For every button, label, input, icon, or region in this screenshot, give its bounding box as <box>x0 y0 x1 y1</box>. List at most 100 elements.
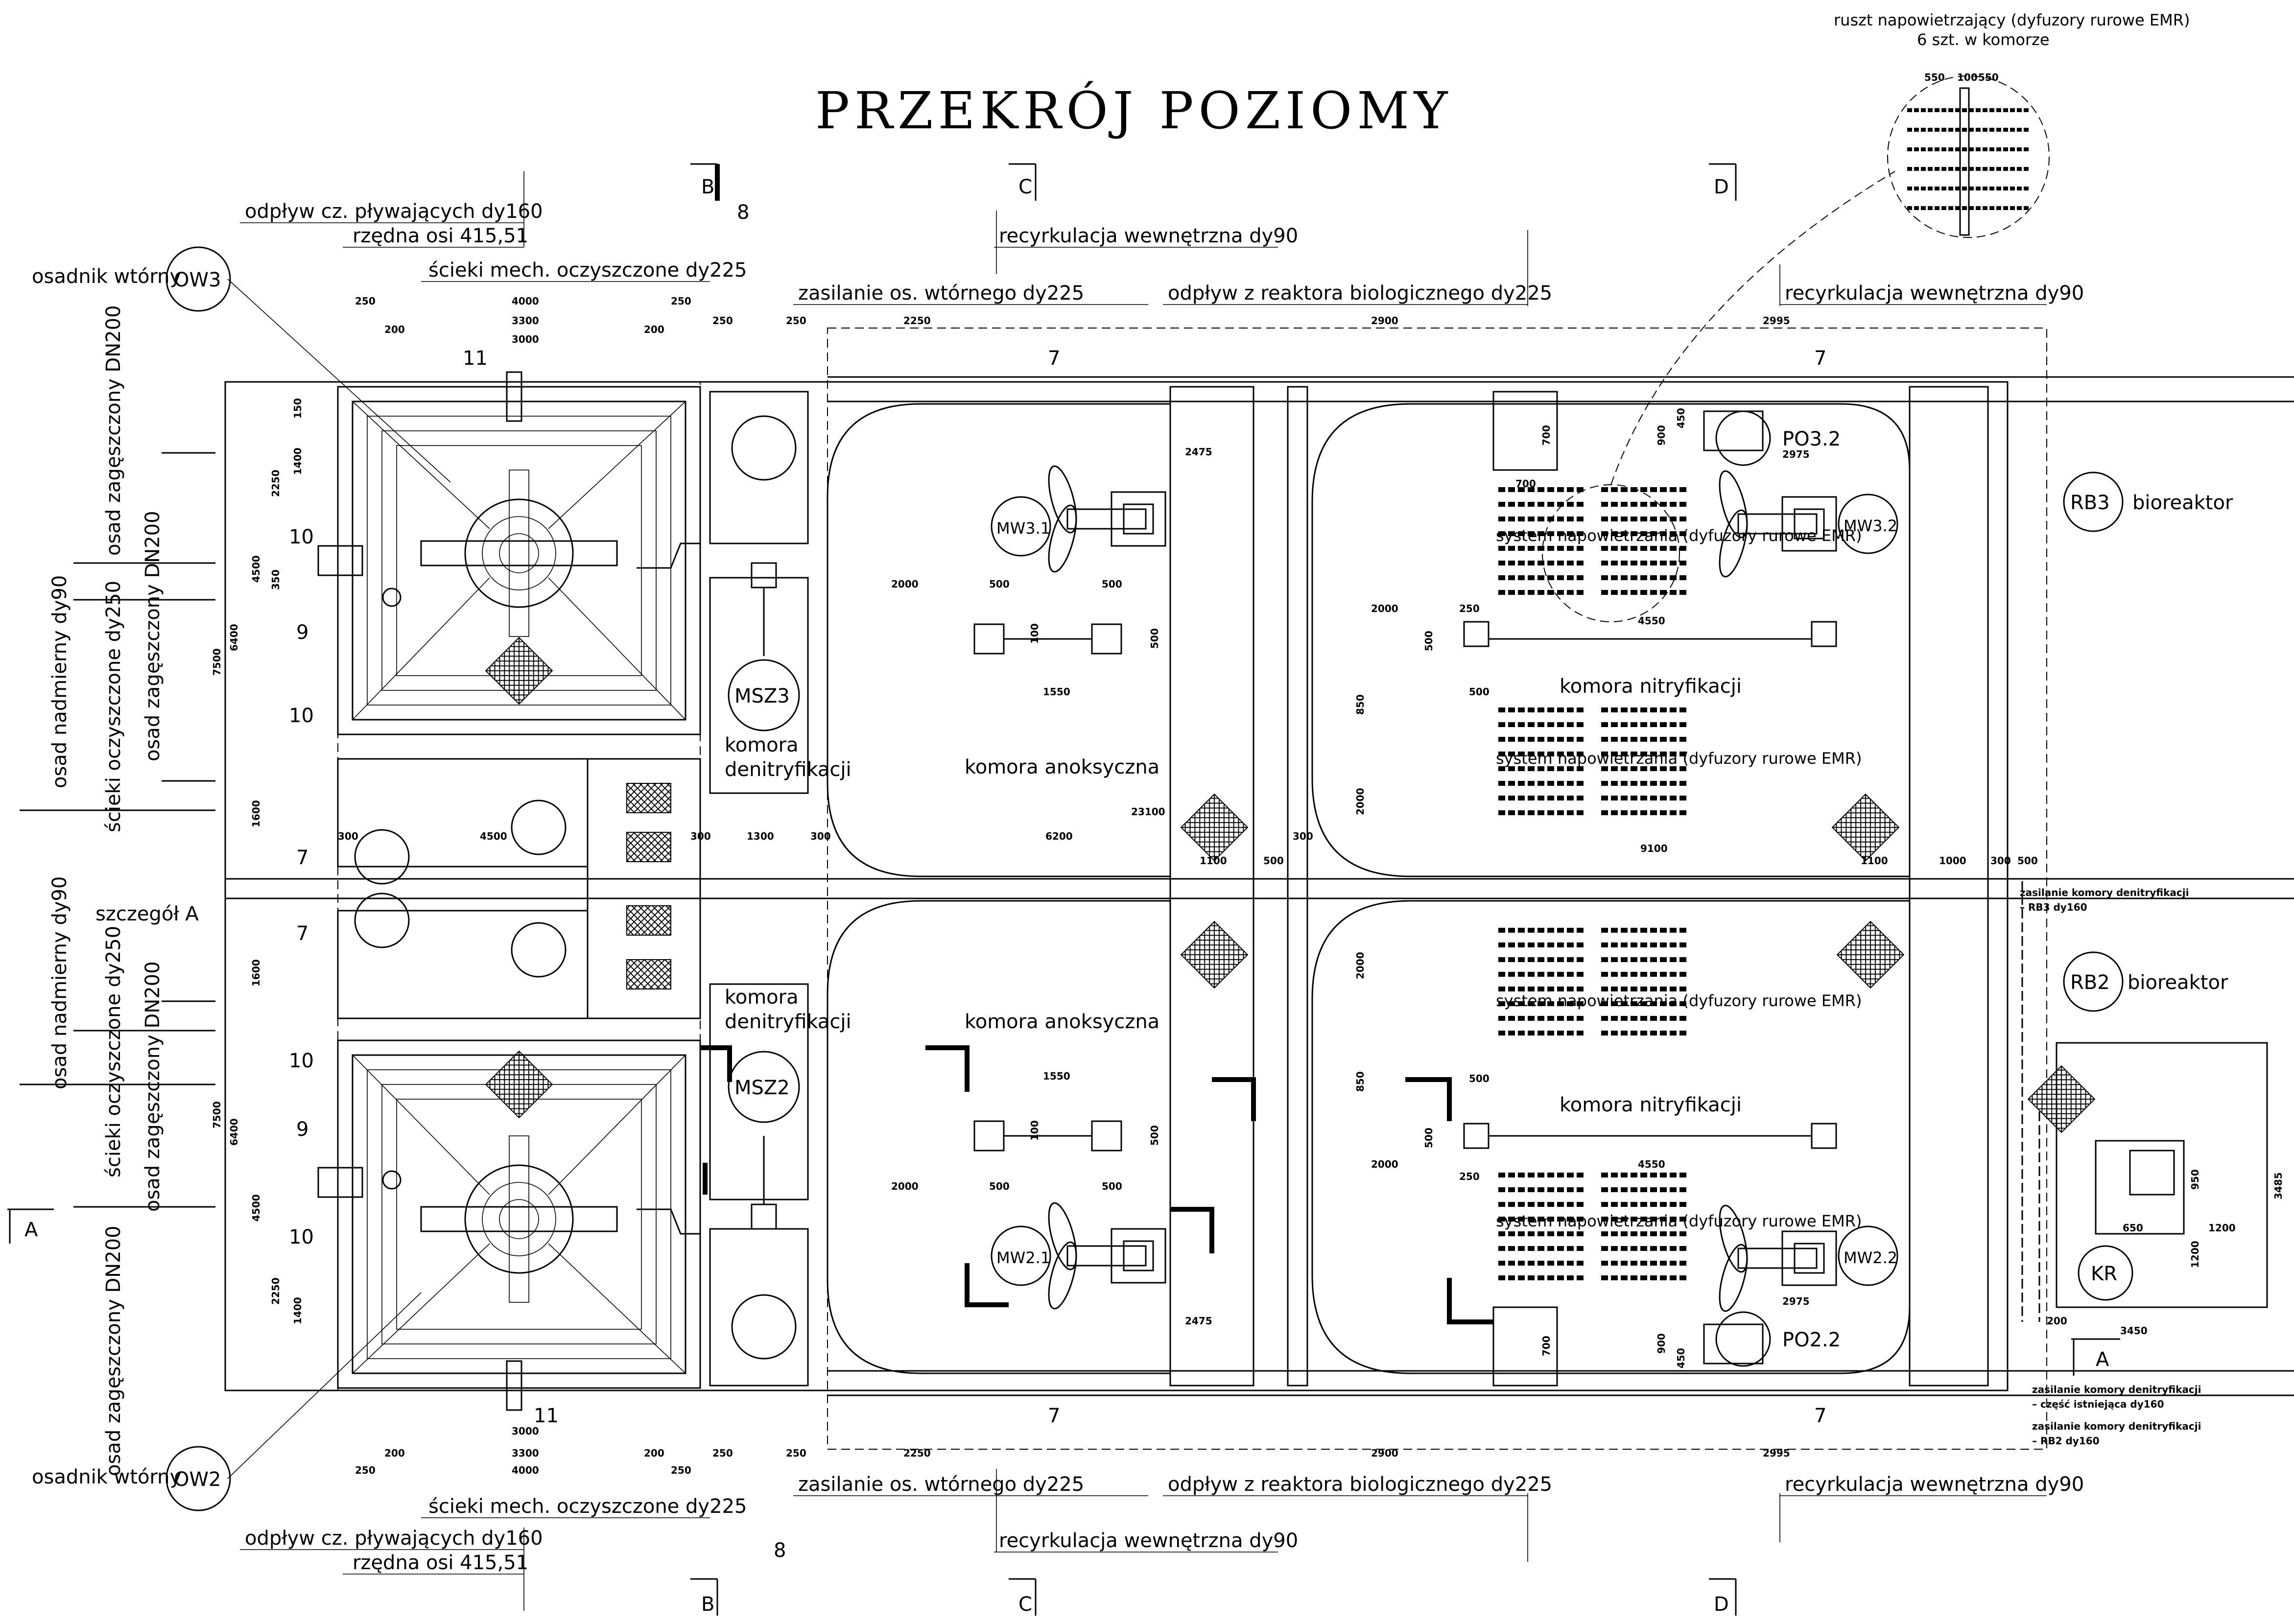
section-marker-d-bottom: D <box>1709 1578 1737 1616</box>
svg-text:1200: 1200 <box>2208 1222 2236 1234</box>
label-komora-nitryfikacji-bottom: komora nitryfikacji <box>1560 1094 1742 1116</box>
svg-text:3000: 3000 <box>512 1425 539 1437</box>
svg-text:PO2.2: PO2.2 <box>1782 1329 1841 1351</box>
section-marker-c-bottom: C <box>1009 1578 1037 1616</box>
mixer-mw21: MW2.1 <box>991 1225 1051 1286</box>
svg-text:23100: 23100 <box>1131 806 1165 818</box>
anoxic-chamber-bottom <box>827 900 1171 1374</box>
label-komora-anoksyczna-top: komora anoksyczna <box>965 756 1159 778</box>
label-recyrkulacja-bottom-2: recyrkulacja wewnętrzna dy90 <box>1785 1473 2084 1496</box>
anoxic-chamber-top <box>827 403 1171 877</box>
svg-text:4000: 4000 <box>512 1464 539 1476</box>
svg-text:ruszt napowietrzający (dyfuzor: ruszt napowietrzający (dyfuzory rurowe E… <box>1834 11 2190 29</box>
item-9-a: 9 <box>296 621 308 644</box>
svg-text:OW3: OW3 <box>174 269 221 291</box>
section-marker-a-right: A <box>2071 1338 2120 1376</box>
svg-text:7500: 7500 <box>211 648 223 676</box>
label-scieki-mech-top: ścieki mech. oczyszczone dy225 <box>428 259 747 282</box>
mixer-mw22: MW2.2 <box>1838 1225 1898 1286</box>
label-odplyw-reaktora-top: odpływ z reaktora biologicznego dy225 <box>1168 282 1552 305</box>
svg-text:6200: 6200 <box>1045 830 1073 842</box>
svg-text:100: 100 <box>1029 1120 1041 1141</box>
svg-text:650: 650 <box>2123 1222 2143 1234</box>
svg-text:B: B <box>701 1593 714 1616</box>
bioreactor-rb2: RB2 bioreaktor <box>2063 951 2228 1012</box>
label-osad-zageszczony-1: osad zagęszczony DN200 <box>102 305 125 556</box>
svg-text:100: 100 <box>1957 71 1978 83</box>
svg-text:500: 500 <box>1423 1128 1435 1148</box>
svg-text:MW2.1: MW2.1 <box>996 1248 1050 1267</box>
svg-text:1400: 1400 <box>292 1297 304 1324</box>
svg-text:3300: 3300 <box>512 1447 539 1459</box>
svg-text:300: 300 <box>690 830 711 842</box>
svg-text:1300: 1300 <box>747 830 774 842</box>
svg-text:osadnik wtórny: osadnik wtórny <box>32 265 181 288</box>
svg-text:6 szt. w komorze: 6 szt. w komorze <box>1917 30 2050 49</box>
label-recyrkulacja-bottom-1: recyrkulacja wewnętrzna dy90 <box>999 1530 1298 1552</box>
svg-text:850: 850 <box>1354 694 1366 715</box>
label-komora-top: komora <box>725 734 799 756</box>
svg-text:bioreaktor: bioreaktor <box>2132 492 2233 514</box>
svg-text:KR: KR <box>2091 1263 2117 1285</box>
label-scieki-oczyszczone-2: ścieki oczyszczone dy250 <box>102 926 125 1177</box>
svg-text:2475: 2475 <box>1185 446 1212 458</box>
svg-text:B: B <box>701 176 714 198</box>
label-recyrkulacja-top-1: recyrkulacja wewnętrzna dy90 <box>999 225 1298 247</box>
svg-text:2250: 2250 <box>270 1277 282 1305</box>
svg-text:2900: 2900 <box>1371 315 1398 327</box>
label-recyrkulacja-top-2: recyrkulacja wewnętrzna dy90 <box>1785 282 2084 305</box>
svg-text:1200: 1200 <box>2189 1241 2201 1268</box>
svg-text:250: 250 <box>671 295 691 307</box>
svg-text:2000: 2000 <box>891 1180 919 1192</box>
label-osad-zageszczony-3: osad zagęszczony DN200 <box>142 961 164 1212</box>
label-denitryfikacji-top: denitryfikacji <box>725 758 851 781</box>
svg-text:9100: 9100 <box>1640 843 1668 854</box>
svg-text:MW3.1: MW3.1 <box>996 519 1050 538</box>
page-title: PRZEKRÓJ POZIOMY <box>815 80 1452 141</box>
section-marker-d-top: D <box>1709 163 1737 201</box>
mixer-mw31: MW3.1 <box>991 496 1051 557</box>
svg-text:500: 500 <box>1469 1073 1490 1084</box>
svg-text:250: 250 <box>712 315 733 327</box>
mixer-icon-mw32 <box>1713 468 1837 580</box>
svg-text:D: D <box>1714 176 1729 198</box>
vertical-arrows <box>523 171 1780 1611</box>
label-osad-zageszczony-2: osad zagęszczony DN200 <box>142 511 164 761</box>
svg-text:2000: 2000 <box>1371 603 1398 614</box>
svg-text:2250: 2250 <box>270 470 282 497</box>
svg-text:3000: 3000 <box>512 333 539 345</box>
clarifier-ow3 <box>317 371 701 735</box>
svg-text:100: 100 <box>1029 623 1041 644</box>
svg-text:900: 900 <box>1655 425 1667 446</box>
label-system-napowietrzania-2: system napowietrzania (dyfuzory rurowe E… <box>1496 749 1862 768</box>
svg-text:900: 900 <box>1655 1333 1667 1354</box>
label-odplyw-plywajacych-bottom: odpływ cz. pływających dy160 <box>245 1527 543 1550</box>
svg-text:OW2: OW2 <box>174 1468 221 1491</box>
svg-text:6400: 6400 <box>228 1118 240 1146</box>
mixer-mw32: MW3.2 <box>1838 494 1898 554</box>
label-rzedna-osi-top: rzędna osi 415,51 <box>353 225 528 247</box>
label-osad-zageszczony-4: osad zagęszczony DN200 <box>102 1225 125 1476</box>
svg-text:C: C <box>1018 1593 1032 1616</box>
svg-text:2900: 2900 <box>1371 1447 1398 1459</box>
svg-text:300: 300 <box>338 830 358 842</box>
svg-text:700: 700 <box>1540 425 1552 446</box>
item-7-b: 7 <box>296 922 308 945</box>
svg-text:700: 700 <box>1515 478 1536 490</box>
svg-text:2000: 2000 <box>1354 952 1366 979</box>
svg-text:2995: 2995 <box>1763 1447 1790 1459</box>
label-zasilanie-rb2: zasilanie komory denitryfikacji <box>2032 1420 2201 1432</box>
clarifier-label-ow3: osadnik wtórny OW3 <box>32 246 451 483</box>
label-odplyw-plywajacych-top: odpływ cz. pływających dy160 <box>245 200 543 223</box>
svg-text:1550: 1550 <box>1043 1070 1070 1082</box>
item-7-f: 7 <box>1814 1405 1826 1427</box>
svg-text:1100: 1100 <box>1861 855 1888 867</box>
svg-text:1600: 1600 <box>250 959 262 987</box>
mixer-msz2: MSZ2 <box>728 1051 800 1123</box>
svg-text:bioreaktor: bioreaktor <box>2128 971 2228 994</box>
svg-text:2250: 2250 <box>903 1447 931 1459</box>
svg-text:500: 500 <box>989 1180 1010 1192</box>
item-11-bottom: 11 <box>534 1405 559 1427</box>
svg-text:2475: 2475 <box>1185 1315 1212 1327</box>
item-7-d: 7 <box>1814 347 1826 370</box>
